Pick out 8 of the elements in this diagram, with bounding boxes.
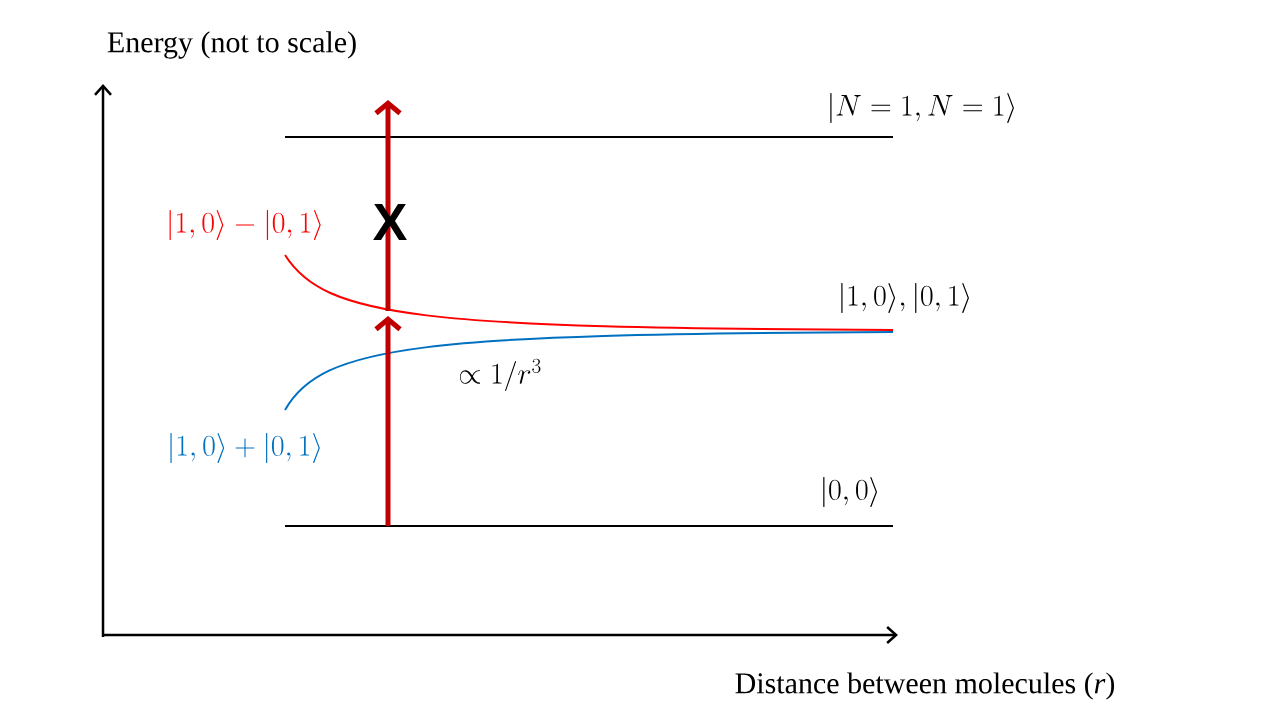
state-label: $|1,0\rangle + |0,1\rangle$ xyxy=(170,433,320,463)
energy-level: $|N=1, N=1\rangle$ xyxy=(284,93,1014,138)
axis-title: Energy (not to scale) xyxy=(107,31,356,59)
state-label: $|1,0\rangle, |0,1\rangle$ xyxy=(841,283,969,313)
scaling-label: $\propto 1/r^3$ xyxy=(460,358,541,391)
energy-level: $|0,0\rangle$ xyxy=(284,477,894,527)
axis-title: Distance between molecules (r) xyxy=(735,672,1115,700)
arrow xyxy=(374,316,402,526)
